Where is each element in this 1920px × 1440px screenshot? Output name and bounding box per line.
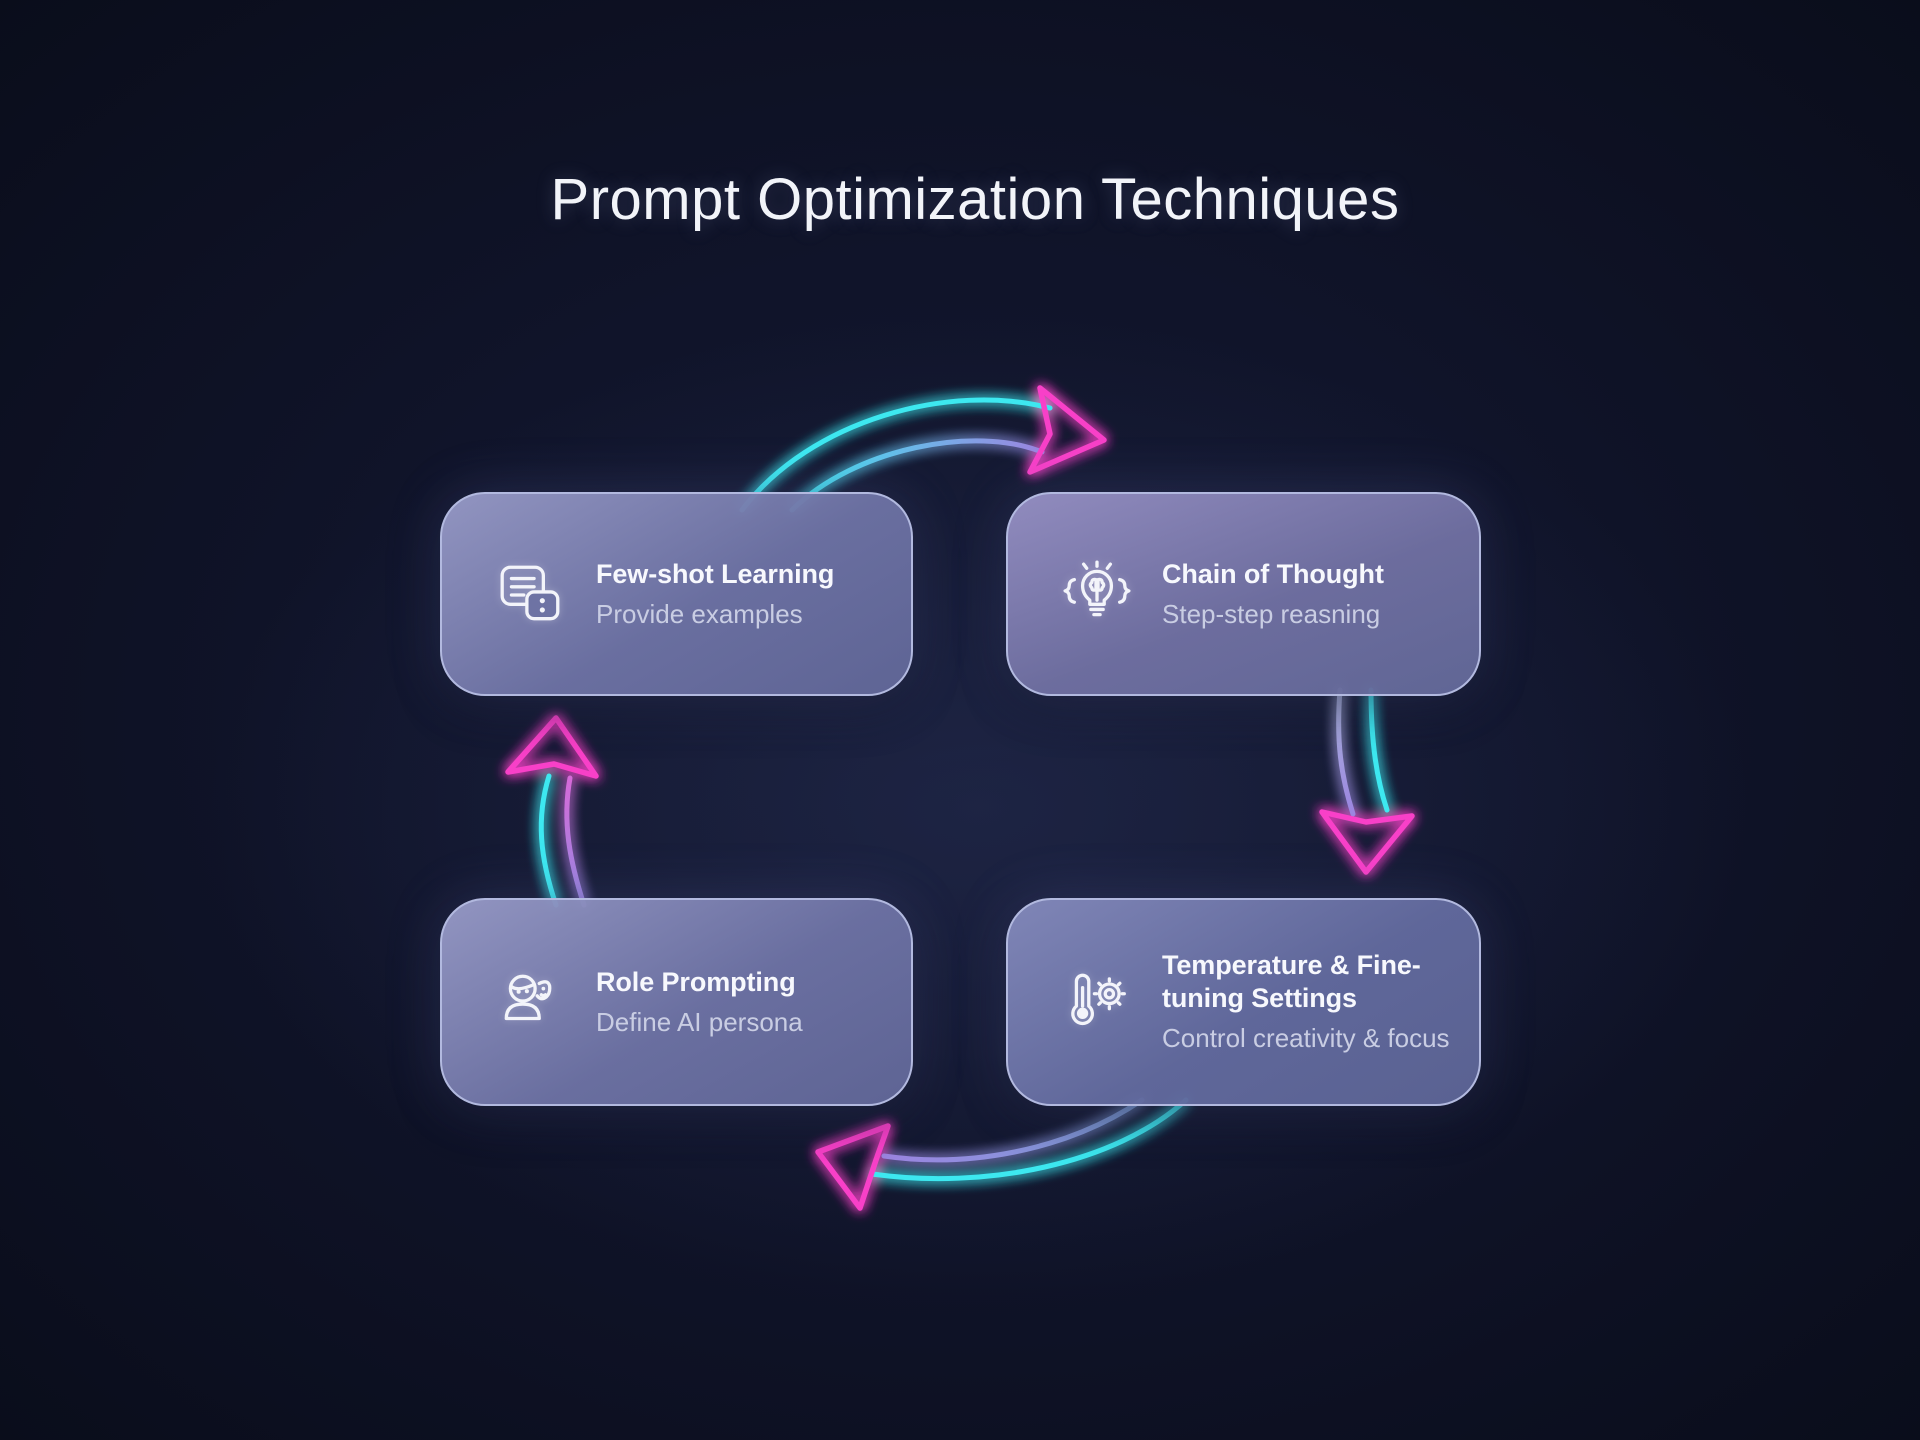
card-role-prompting: Role Prompting Define AI persona	[440, 898, 913, 1106]
arrowhead-left-icon	[815, 1123, 891, 1211]
thermometer-gear-icon	[1062, 967, 1132, 1037]
persona-mask-icon	[496, 967, 566, 1037]
card-temperature-settings: Temperature & Fine-tuning Settings Contr…	[1006, 898, 1481, 1106]
arrowhead-down-icon	[1319, 809, 1415, 875]
card-subtitle: Step-step reasning	[1162, 598, 1381, 629]
arrow-bottom-left	[815, 1097, 1189, 1211]
lightbulb-idea-icon	[1062, 559, 1132, 629]
arrowhead-up-icon	[505, 715, 599, 779]
card-title: Few-shot Learning	[596, 558, 835, 589]
arrow-up	[505, 715, 599, 908]
card-title: Role Prompting	[596, 966, 796, 997]
card-subtitle: Control creativity & focus	[1162, 1023, 1450, 1054]
card-title: Chain of Thought	[1162, 558, 1384, 589]
card-title: Temperature & Fine-tuning Settings	[1162, 950, 1421, 1014]
arrow-top-right	[739, 385, 1107, 513]
card-subtitle: Provide examples	[596, 598, 803, 629]
chat-examples-icon	[496, 559, 566, 629]
card-subtitle: Define AI persona	[596, 1006, 803, 1037]
arrow-down	[1319, 687, 1415, 875]
card-chain-of-thought: Chain of Thought Step-step reasning	[1006, 492, 1481, 696]
arrowhead-right-icon	[1027, 385, 1107, 475]
page-title: Prompt Optimization Techniques	[550, 167, 1400, 232]
card-few-shot-learning: Few-shot Learning Provide examples	[440, 492, 913, 696]
